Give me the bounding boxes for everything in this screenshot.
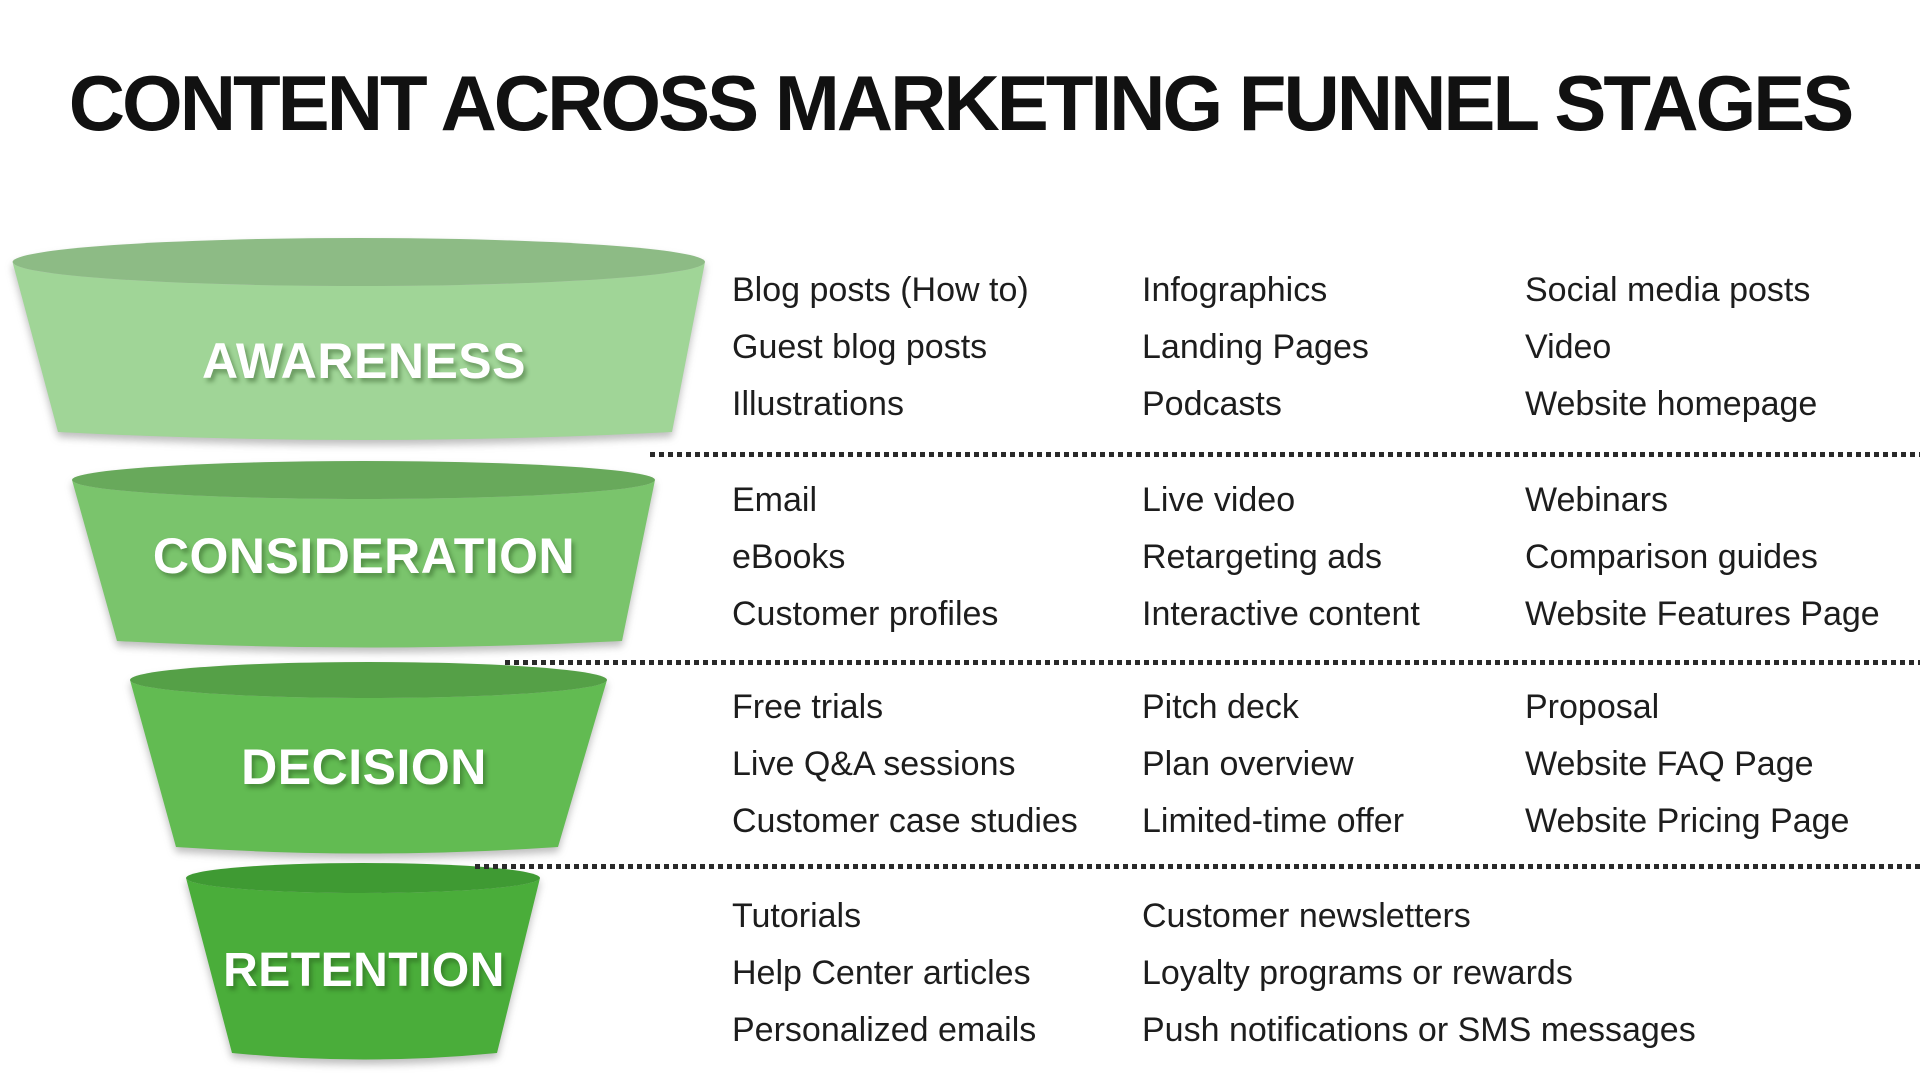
- stage-label-retention: RETENTION: [223, 944, 505, 997]
- content-item: Website Pricing Page: [1525, 802, 1850, 840]
- content-item: Personalized emails: [732, 1011, 1037, 1049]
- funnel-stage-decision-body: [130, 680, 607, 854]
- decision-content-column-3: Proposal Website FAQ Page Website Pricin…: [1525, 679, 1849, 850]
- funnel-stage-consideration: [72, 461, 655, 648]
- content-item: Free trials: [732, 688, 884, 726]
- content-item: Plan overview: [1142, 745, 1354, 783]
- stage-label-awareness: AWARENESS: [201, 333, 526, 389]
- funnel-stage-decision: [130, 662, 607, 854]
- content-item: Push notifications or SMS messages: [1142, 1011, 1696, 1049]
- content-item: Tutorials: [732, 897, 862, 935]
- content-item: Customer case studies: [732, 802, 1078, 840]
- content-item: Blog posts (How to): [732, 271, 1029, 309]
- content-item: Podcasts: [1142, 385, 1282, 423]
- funnel-stage-awareness-opening: [12, 238, 705, 286]
- awareness-content-column-1: Blog posts (How to) Guest blog posts Ill…: [732, 262, 1029, 433]
- content-item: Help Center articles: [732, 954, 1031, 992]
- divider-consideration-decision: [505, 660, 1920, 665]
- content-item: Retargeting ads: [1142, 538, 1383, 576]
- consideration-content-column-3: Webinars Comparison guides Website Featu…: [1525, 472, 1880, 643]
- content-item: Live Q&A sessions: [732, 745, 1016, 783]
- content-item: Video: [1525, 328, 1612, 366]
- content-item: Illustrations: [732, 385, 904, 423]
- content-item: Customer profiles: [732, 595, 999, 633]
- content-item: Website Features Page: [1525, 595, 1880, 633]
- funnel-stage-retention-body: [186, 878, 540, 1060]
- funnel-stage-consideration-body: [72, 480, 655, 648]
- content-item: Proposal: [1525, 688, 1660, 726]
- consideration-content-column-1: Email eBooks Customer profiles: [732, 472, 998, 643]
- funnel-graphic: [12, 238, 705, 1060]
- stage-label-decision: DECISION: [241, 739, 487, 795]
- content-item: eBooks: [732, 538, 846, 576]
- stage-label-consideration: CONSIDERATION: [152, 528, 576, 584]
- awareness-content-column-2: Infographics Landing Pages Podcasts: [1142, 262, 1369, 433]
- content-item: Limited-time offer: [1142, 802, 1405, 840]
- content-item: Webinars: [1525, 481, 1668, 519]
- content-item: Live video: [1142, 481, 1296, 519]
- content-item: Interactive content: [1142, 595, 1420, 633]
- decision-content-column-1: Free trials Live Q&A sessions Customer c…: [732, 679, 1078, 850]
- content-item: Infographics: [1142, 271, 1328, 309]
- content-item: Loyalty programs or rewards: [1142, 954, 1573, 992]
- content-item: Landing Pages: [1142, 328, 1369, 366]
- funnel-stage-awareness-body: [12, 262, 705, 440]
- decision-content-column-2: Pitch deck Plan overview Limited-time of…: [1142, 679, 1404, 850]
- page-title: CONTENT ACROSS MARKETING FUNNEL STAGES: [68, 59, 1855, 147]
- content-item: Website homepage: [1525, 385, 1818, 423]
- funnel-stage-decision-opening: [130, 662, 607, 698]
- funnel-stage-retention: [186, 863, 540, 1060]
- retention-content-column-1: Tutorials Help Center articles Personali…: [732, 888, 1036, 1059]
- content-item: Website FAQ Page: [1525, 745, 1814, 783]
- content-item: Social media posts: [1525, 271, 1811, 309]
- funnel-stage-consideration-opening: [72, 461, 655, 499]
- content-item: Email: [732, 481, 818, 519]
- content-item: Comparison guides: [1525, 538, 1818, 576]
- content-item: Guest blog posts: [732, 328, 988, 366]
- divider-awareness-consideration: [650, 452, 1920, 457]
- consideration-content-column-2: Live video Retargeting ads Interactive c…: [1142, 472, 1420, 643]
- content-item: Pitch deck: [1142, 688, 1299, 726]
- divider-decision-retention: [475, 864, 1920, 869]
- funnel-stage-retention-opening: [186, 863, 540, 893]
- awareness-content-column-3: Social media posts Video Website homepag…: [1525, 262, 1817, 433]
- retention-content-column-2: Customer newsletters Loyalty programs or…: [1142, 888, 1696, 1059]
- funnel-stage-awareness: [12, 238, 705, 440]
- content-item: Customer newsletters: [1142, 897, 1471, 935]
